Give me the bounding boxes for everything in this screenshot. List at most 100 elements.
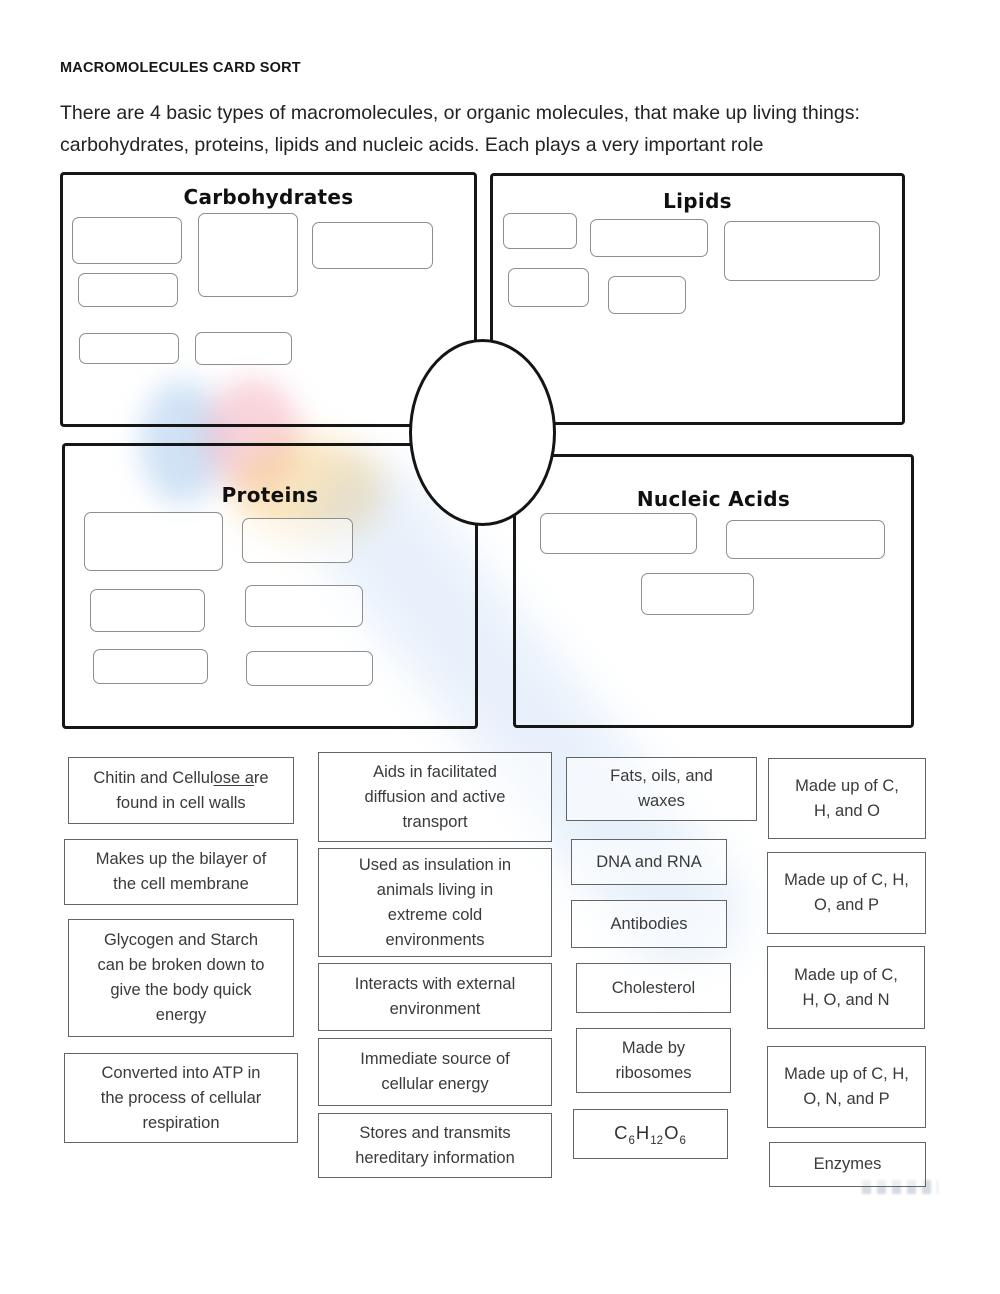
card-made-of-cho: Made up of C, H, and O — [768, 758, 926, 839]
card-insulation: Used as insulation in animals living in … — [318, 848, 552, 957]
card-line: the cell membrane — [113, 875, 249, 893]
card-line: Enzymes — [813, 1155, 882, 1173]
card-line: Interacts with external — [354, 975, 516, 993]
card-fats-oils-waxes: Fats, oils, and waxes — [566, 757, 757, 821]
lipids-slot-1 — [503, 213, 577, 249]
card-line: Stores and transmits — [359, 1123, 511, 1142]
card-line: Cholesterol — [611, 978, 696, 997]
card-line: H, O, and N — [802, 990, 890, 1009]
formula-element: O — [664, 1121, 679, 1143]
lipids-slot-2 — [590, 219, 708, 257]
card-line: Fats, oils, and — [610, 767, 713, 785]
proteins-slot-1 — [84, 512, 223, 571]
carbohydrates-slot-3 — [312, 222, 433, 269]
card-facilitated-diffusion: Aids in facilitated diffusion and active… — [318, 752, 552, 842]
card-line: diffusion and active — [364, 787, 506, 806]
card-external-environment: Interacts with external environment — [318, 963, 552, 1031]
card-line: the process of cellular — [100, 1088, 262, 1107]
formula-element: C — [614, 1121, 628, 1143]
card-line: environment — [389, 1000, 481, 1018]
card-line: found in cell walls — [116, 793, 246, 812]
card-line: animals living in — [376, 880, 494, 899]
quadrant-nucleic-acids — [513, 454, 914, 728]
card-made-of-chonp: Made up of C, H, O, N, and P — [767, 1046, 926, 1128]
card-enzymes: Enzymes — [769, 1142, 926, 1187]
card-cholesterol: Cholesterol — [576, 963, 731, 1013]
proteins-slot-4 — [245, 585, 363, 627]
card-line: waxes — [638, 792, 685, 810]
lipids-slot-5 — [608, 276, 686, 314]
proteins-slot-5 — [93, 649, 208, 684]
card-line: Immediate source of — [360, 1050, 510, 1068]
card-atp-respiration: Converted into ATP in the process of cel… — [64, 1053, 298, 1143]
card-glucose-formula: C6H12O6 — [573, 1109, 728, 1159]
card-text: re — [253, 768, 269, 787]
card-text-underlined: ose a — [213, 768, 254, 787]
card-glycogen-starch: Glycogen and Starch can be broken down t… — [68, 919, 294, 1037]
quadrant-lipids — [490, 173, 905, 425]
lipids-slot-4 — [508, 268, 589, 307]
formula-subscript: 6 — [679, 1134, 686, 1147]
card-line: Chitin and Cellulose are — [74, 766, 288, 791]
nucleic-acids-slot-1 — [540, 513, 697, 554]
proteins-slot-2 — [242, 518, 353, 563]
intro-line-1: There are 4 basic types of macromolecule… — [60, 102, 860, 124]
card-line: extreme cold — [387, 905, 483, 924]
card-line: can be broken down to — [97, 956, 265, 974]
card-chitin-cellulose: Chitin and Cellulose are found in cell w… — [68, 757, 294, 824]
card-line: environments — [385, 930, 485, 949]
quadrant-title-lipids: Lipids — [663, 189, 732, 213]
card-made-by-ribosomes: Made by ribosomes — [576, 1028, 731, 1093]
formula-subscript: 12 — [650, 1134, 664, 1147]
card-made-of-chon: Made up of C, H, O, and N — [767, 946, 925, 1029]
page-title: MACROMOLECULES CARD SORT — [60, 60, 301, 76]
carbohydrates-slot-6 — [195, 332, 292, 365]
card-line: Made by — [621, 1038, 686, 1057]
quadrant-carbohydrates — [60, 172, 477, 427]
card-line: H, and O — [813, 801, 881, 820]
card-line: O, and P — [813, 896, 880, 914]
carbohydrates-slot-4 — [78, 273, 178, 307]
card-line: Aids in facilitated — [373, 762, 497, 781]
card-made-of-chop: Made up of C, H, O, and P — [767, 852, 926, 934]
nucleic-acids-slot-2 — [726, 520, 885, 559]
formula-element: H — [635, 1121, 650, 1143]
carbohydrates-slot-2 — [198, 213, 298, 297]
glucose-formula: C6H12O6 — [579, 1120, 722, 1149]
card-immediate-energy: Immediate source of cellular energy — [318, 1038, 552, 1106]
intro-paragraph: There are 4 basic types of macromolecule… — [60, 97, 960, 161]
card-line: cellular energy — [381, 1075, 489, 1093]
card-line: transport — [402, 812, 468, 831]
card-line: Antibodies — [610, 914, 688, 933]
quadrant-title-proteins: Proteins — [221, 483, 319, 507]
card-line: give the body quick — [110, 981, 252, 999]
card-text: Chitin and Cellul — [93, 768, 214, 787]
card-line: Makes up the bilayer of — [95, 850, 267, 868]
card-dna-rna: DNA and RNA — [571, 839, 727, 885]
card-line: O, N, and P — [803, 1090, 890, 1108]
quadrant-title-carbohydrates: Carbohydrates — [183, 185, 354, 209]
formula-subscript: 6 — [628, 1134, 635, 1147]
card-line: Used as insulation in — [358, 855, 512, 874]
card-line: Made up of C, — [794, 965, 898, 984]
card-hereditary-information: Stores and transmits hereditary informat… — [318, 1113, 552, 1178]
proteins-slot-3 — [90, 589, 205, 632]
lipids-slot-3 — [724, 221, 880, 281]
card-line: Made up of C, H, — [784, 1065, 909, 1083]
card-line: Converted into ATP in — [101, 1063, 261, 1082]
center-oval — [409, 339, 556, 526]
proteins-slot-6 — [246, 651, 373, 686]
card-line: ribosomes — [615, 1063, 692, 1082]
nucleic-acids-slot-3 — [641, 573, 754, 615]
carbohydrates-slot-5 — [79, 333, 179, 364]
card-line: respiration — [142, 1113, 220, 1132]
card-antibodies: Antibodies — [571, 900, 727, 948]
intro-line-2: carbohydrates, proteins, lipids and nucl… — [60, 134, 764, 156]
card-line: DNA and RNA — [596, 852, 702, 871]
carbohydrates-slot-1 — [72, 217, 182, 264]
card-line: hereditary information — [355, 1148, 515, 1167]
quadrant-title-nucleic-acids: Nucleic Acids — [636, 487, 791, 511]
card-line: Made up of C, — [795, 776, 899, 795]
card-bilayer-membrane: Makes up the bilayer of the cell membran… — [64, 839, 298, 905]
